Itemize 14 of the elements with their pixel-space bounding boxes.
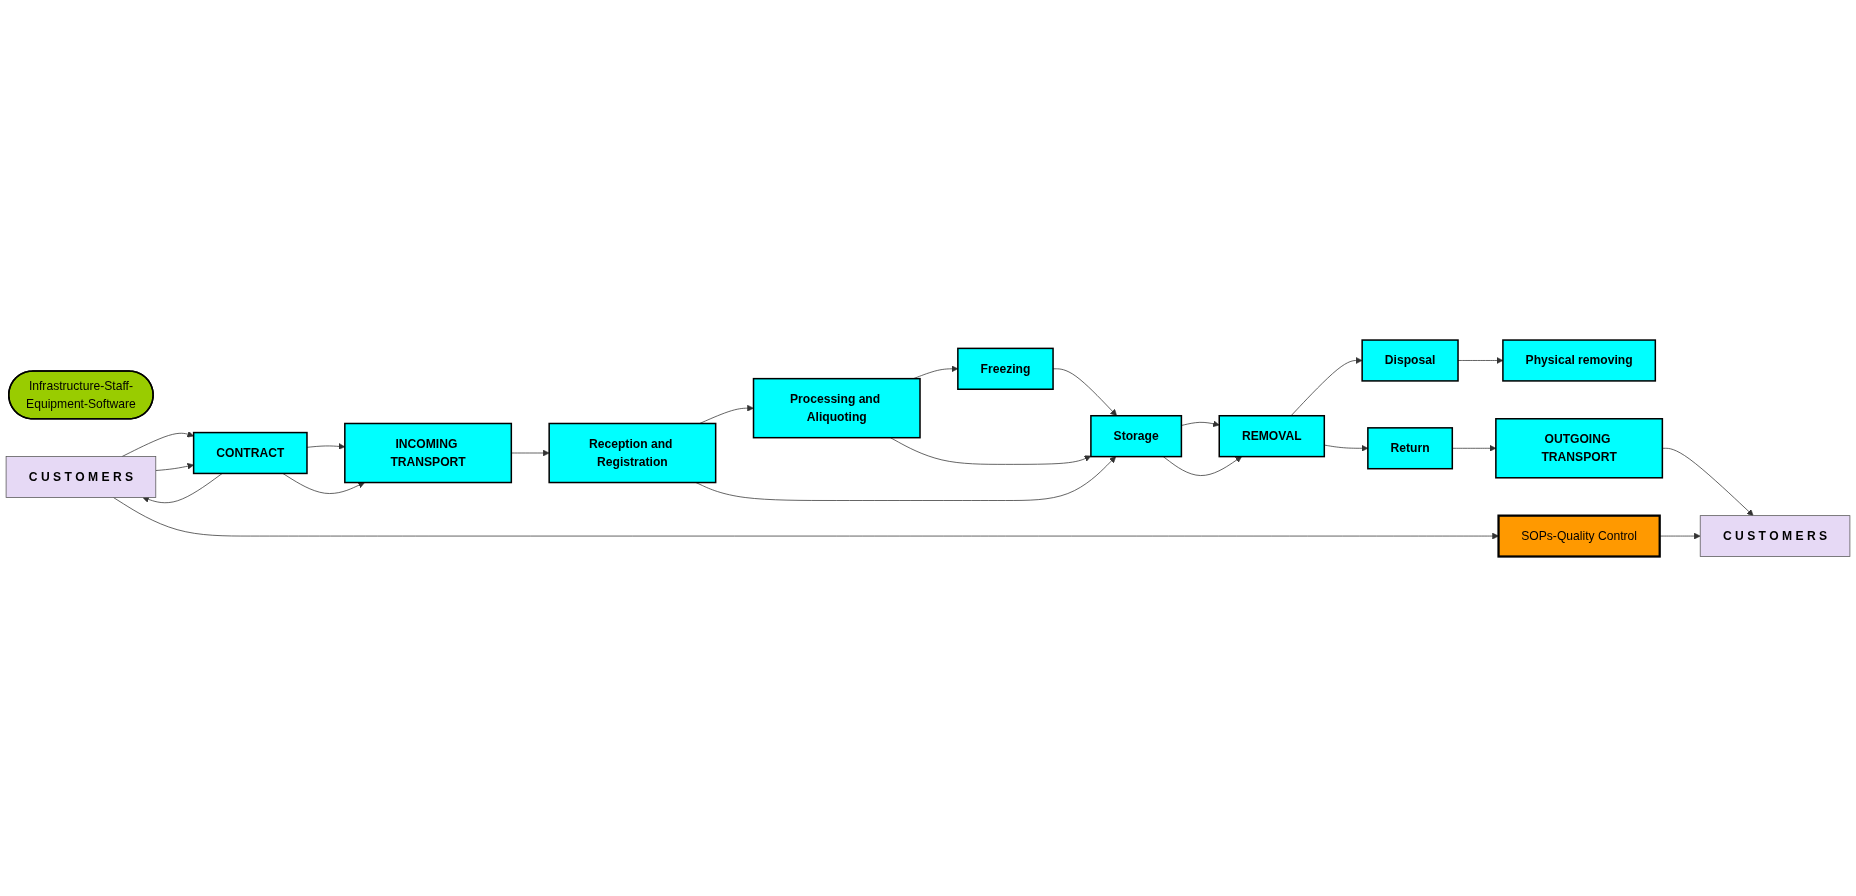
node-box: Return xyxy=(1367,426,1454,470)
node-box: INCOMING TRANSPORT xyxy=(344,422,513,483)
node-box: OUTGOING TRANSPORT xyxy=(1495,417,1664,479)
node-box: Processing and Aliquoting xyxy=(752,377,921,439)
node-box: Physical removing xyxy=(1502,339,1657,382)
node-box: C U S T O M E R S xyxy=(1699,515,1851,557)
node-box: CONTRACT xyxy=(192,431,308,474)
node-box: REMOVAL xyxy=(1218,414,1326,458)
node-box: Storage xyxy=(1090,414,1183,458)
node-box: SOPs-Quality Control xyxy=(1497,514,1661,558)
node-box: Freezing xyxy=(957,347,1054,390)
node-box: Reception and Registration xyxy=(548,422,717,483)
node-box: C U S T O M E R S xyxy=(5,455,157,498)
node-box: Disposal xyxy=(1361,339,1459,382)
